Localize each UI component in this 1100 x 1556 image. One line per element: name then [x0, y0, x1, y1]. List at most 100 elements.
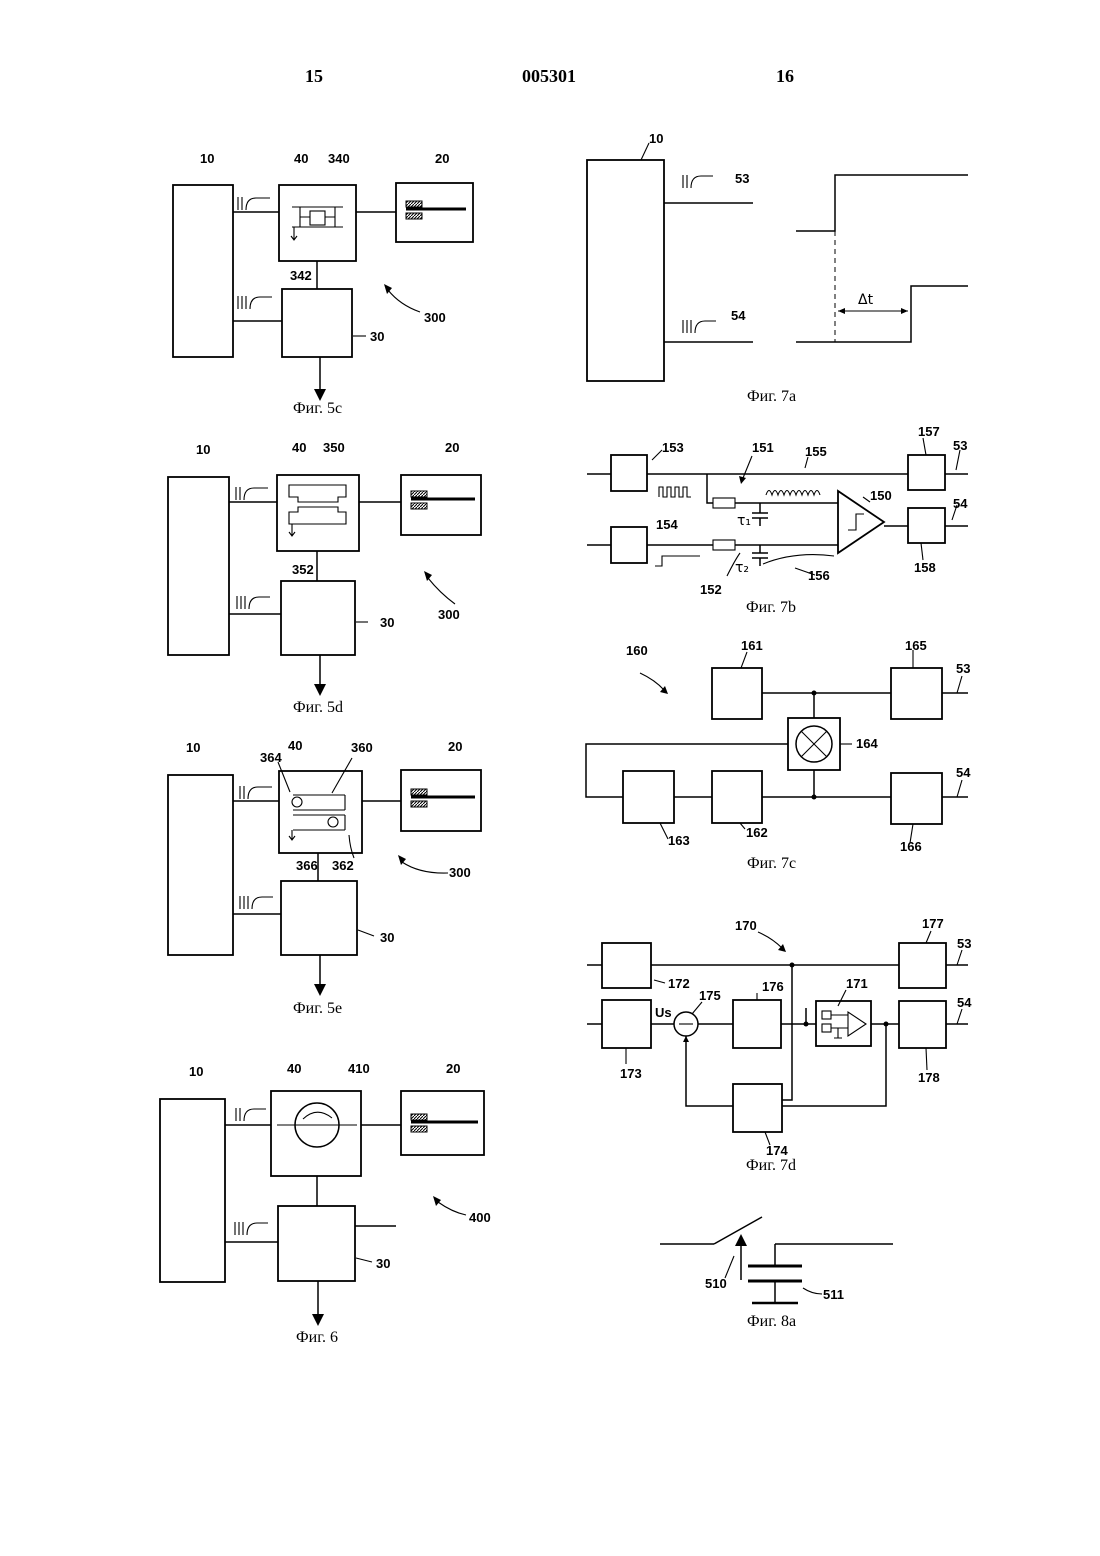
label-10: 10 — [189, 1064, 203, 1079]
block-10 — [173, 185, 233, 357]
element-350-symbol — [289, 485, 346, 502]
label-10: 10 — [200, 151, 214, 166]
label-171: 171 — [846, 976, 868, 991]
block-40 — [279, 185, 356, 261]
signal-lr-icon — [236, 487, 268, 500]
block-174 — [733, 1084, 782, 1132]
block-162 — [712, 771, 762, 823]
label-163: 163 — [668, 833, 690, 848]
label-156: 156 — [808, 568, 830, 583]
block-177 — [899, 943, 946, 988]
signal-lr-icon — [238, 197, 270, 210]
label-410: 410 — [348, 1061, 370, 1076]
caption-fig-7b: Фиг. 7b — [746, 599, 796, 616]
figure-7d: 170 177 53 172 175 176 171 54 Us 173 178… — [587, 916, 972, 1174]
block-154 — [611, 527, 647, 563]
label-10: 10 — [186, 740, 200, 755]
label-155: 155 — [805, 444, 827, 459]
block-173 — [602, 1000, 651, 1048]
block-10 — [168, 775, 233, 955]
label-162: 162 — [746, 825, 768, 840]
label-173: 173 — [620, 1066, 642, 1081]
label-tau1: τ₁ — [737, 513, 751, 529]
label-53: 53 — [957, 936, 971, 951]
pulse-train-icon — [659, 487, 691, 497]
block-10 — [160, 1099, 225, 1282]
label-166: 166 — [900, 839, 922, 854]
label-366: 366 — [296, 858, 318, 873]
label-158: 158 — [914, 560, 936, 575]
label-40: 40 — [287, 1061, 301, 1076]
label-360: 360 — [351, 740, 373, 755]
signal-ltr-icon — [238, 296, 272, 309]
label-30: 30 — [380, 930, 394, 945]
signal-ltr-icon — [237, 596, 270, 609]
figure-5e: 10 364 40 360 20 366 362 300 30 Фиг. 5е — [168, 738, 481, 1017]
caption-fig-7a: Фиг. 7а — [747, 388, 796, 405]
label-342: 342 — [290, 268, 312, 283]
label-300: 300 — [449, 865, 471, 880]
block-153 — [611, 455, 647, 491]
label-54: 54 — [731, 308, 746, 323]
block-166 — [891, 773, 942, 824]
label-30: 30 — [376, 1256, 390, 1271]
label-170: 170 — [735, 918, 757, 933]
caption-fig-5e: Фиг. 5е — [293, 1000, 342, 1017]
label-300: 300 — [424, 310, 446, 325]
block-30 — [278, 1206, 355, 1281]
caption-fig-5c: Фиг. 5с — [293, 400, 342, 417]
block-158 — [908, 508, 945, 543]
label-364: 364 — [260, 750, 282, 765]
block-10 — [168, 477, 229, 655]
caption-fig-8a: Фиг. 8а — [747, 1313, 796, 1330]
label-352: 352 — [292, 562, 314, 577]
label-154: 154 — [656, 517, 678, 532]
signal-ltr-icon — [683, 320, 716, 333]
label-10: 10 — [649, 131, 663, 146]
figure-7a: 10 53 54 Δt Фиг. 7а — [587, 131, 968, 405]
label-53: 53 — [956, 661, 970, 676]
label-151: 151 — [752, 440, 774, 455]
label-30: 30 — [370, 329, 384, 344]
figure-8a: 510 511 Фиг. 8а — [660, 1217, 893, 1330]
label-20: 20 — [446, 1061, 460, 1076]
label-165: 165 — [905, 638, 927, 653]
figure-7b: 153 151 155 157 53 150 54 154 152 156 15… — [587, 424, 968, 616]
block-157 — [908, 455, 945, 490]
signal-lr-icon — [240, 786, 272, 799]
label-20: 20 — [445, 440, 459, 455]
waveform-54 — [796, 286, 968, 342]
waveform-53 — [796, 175, 968, 231]
label-us: Us — [655, 1005, 672, 1020]
label-40: 40 — [288, 738, 302, 753]
label-150: 150 — [870, 488, 892, 503]
label-400: 400 — [469, 1210, 491, 1225]
block-30 — [281, 881, 357, 955]
block-30 — [282, 289, 352, 357]
label-510: 510 — [705, 1276, 727, 1291]
label-tau2: τ₂ — [735, 560, 749, 576]
signal-lr-icon — [683, 175, 713, 188]
label-350: 350 — [323, 440, 345, 455]
label-54: 54 — [956, 765, 971, 780]
block-163 — [623, 771, 674, 823]
label-20: 20 — [435, 151, 449, 166]
label-153: 153 — [662, 440, 684, 455]
figure-7c: 160 161 165 53 164 54 163 162 166 Фиг. 7… — [586, 638, 971, 872]
label-178: 178 — [918, 1070, 940, 1085]
label-161: 161 — [741, 638, 763, 653]
caption-fig-7c: Фиг. 7с — [747, 855, 796, 872]
label-152: 152 — [700, 582, 722, 597]
signal-lr-icon — [236, 1108, 266, 1121]
label-157: 157 — [918, 424, 940, 439]
block-30 — [281, 581, 355, 655]
label-160: 160 — [626, 643, 648, 658]
label-511: 511 — [823, 1287, 844, 1302]
label-175: 175 — [699, 988, 721, 1003]
label-164: 164 — [856, 736, 878, 751]
label-40: 40 — [292, 440, 306, 455]
signal-ltr-icon — [235, 1222, 268, 1235]
label-340: 340 — [328, 151, 350, 166]
label-10: 10 — [196, 442, 210, 457]
block-10 — [587, 160, 664, 381]
